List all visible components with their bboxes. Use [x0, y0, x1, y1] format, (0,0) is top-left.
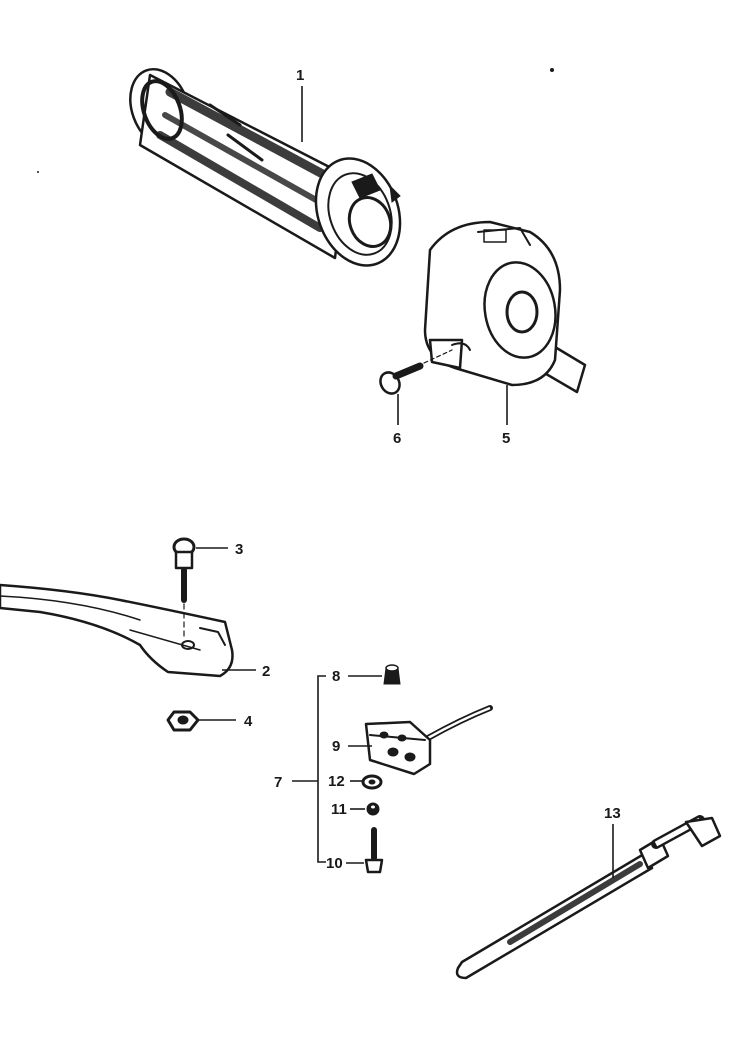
callout-number-12: 12 [328, 773, 345, 790]
callout-number-8: 8 [332, 668, 340, 685]
callout-11: 11 [331, 801, 365, 818]
callout-number-7: 7 [274, 774, 282, 791]
speck [37, 171, 39, 173]
callout-number-10: 10 [326, 855, 343, 872]
switch-housing-part [423, 220, 587, 394]
callout-1: 1 [296, 67, 304, 142]
callout-number-2: 2 [262, 663, 270, 680]
switch-screw-top-part [383, 664, 401, 685]
callout-4: 4 [198, 713, 253, 730]
callout-5: 5 [502, 385, 510, 447]
housing-screw-part [379, 349, 453, 395]
callout-number-6: 6 [393, 430, 401, 447]
callout-number-5: 5 [502, 430, 510, 447]
callout-number-11: 11 [331, 801, 347, 818]
callout-12: 12 [328, 773, 362, 790]
callout-6: 6 [393, 394, 401, 447]
lock-washer-part [366, 802, 380, 816]
callout-number-9: 9 [332, 738, 340, 755]
callout-8: 8 [332, 668, 382, 685]
grip-part [129, 67, 402, 267]
switch-screw-bottom-part [364, 827, 384, 874]
lever-part [0, 583, 234, 678]
callout-number-3: 3 [235, 541, 243, 558]
callout-10: 10 [326, 855, 364, 872]
callout-7: 7 [274, 675, 326, 863]
callout-number-4: 4 [244, 713, 253, 730]
lever-bolt-part [172, 537, 196, 641]
speck [550, 68, 554, 72]
lever-nut-part [166, 710, 200, 732]
callout-3: 3 [196, 541, 243, 558]
switch-part [364, 705, 493, 776]
callout-number-13: 13 [604, 805, 621, 822]
cable-tie-part [455, 815, 722, 980]
washer-part [361, 774, 383, 790]
callout-2: 2 [222, 663, 270, 680]
callout-13: 13 [604, 805, 621, 878]
callout-9: 9 [332, 738, 372, 755]
callout-number-1: 1 [296, 67, 304, 84]
